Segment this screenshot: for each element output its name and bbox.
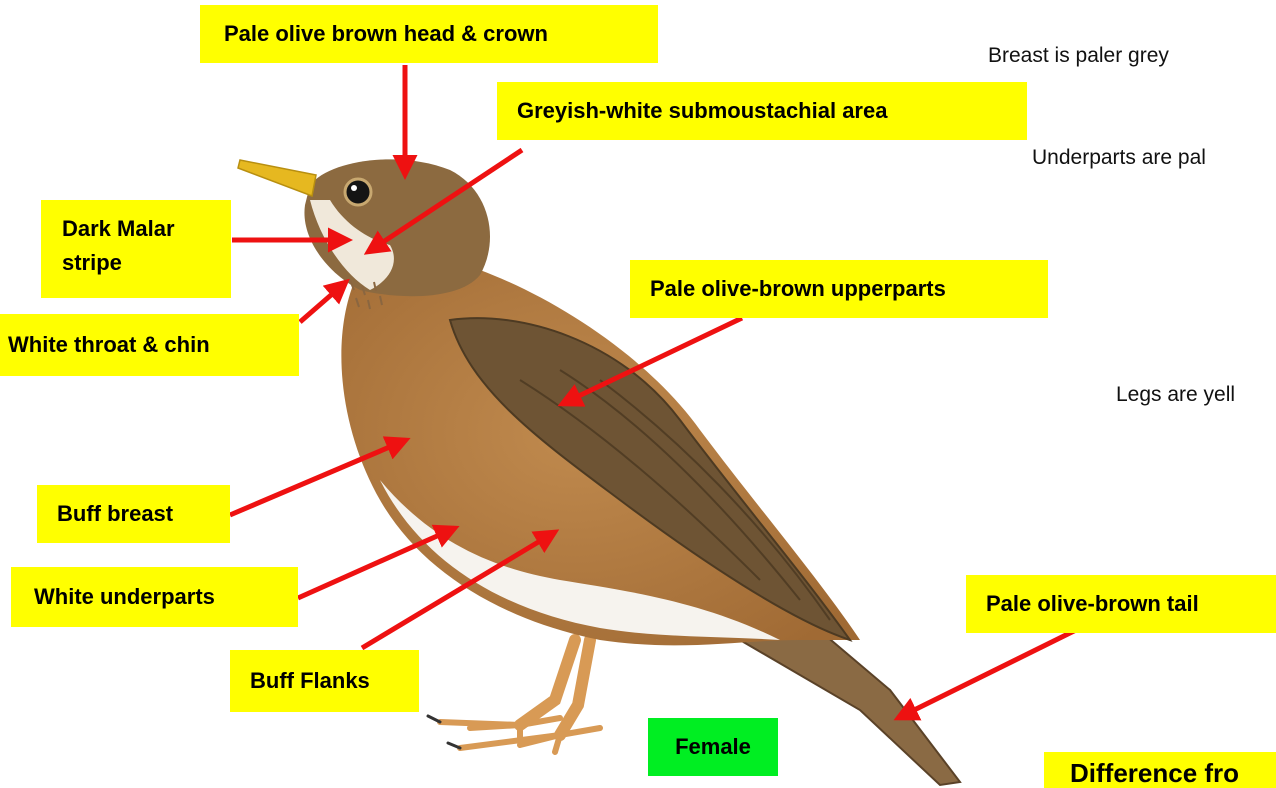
label-upperparts: Pale olive-brown upperparts [630, 260, 1048, 318]
bird-beak [238, 160, 316, 196]
note-underparts: Underparts are pal [1032, 146, 1276, 170]
label-throat-chin: White throat & chin [0, 314, 299, 376]
label-female: Female [648, 718, 778, 776]
label-white-underparts: White underparts [11, 567, 298, 627]
bird-legs [428, 640, 600, 752]
arrow-white-underparts [298, 528, 455, 598]
heading-difference: Difference fro [1044, 752, 1276, 788]
arrow-throat [300, 282, 346, 322]
note-legs: Legs are yell [1116, 383, 1276, 407]
note-breast: Breast is paler grey [988, 44, 1169, 68]
label-tail: Pale olive-brown tail [966, 575, 1276, 633]
label-malar: Dark Malar stripe [41, 200, 231, 298]
arrow-tail [898, 630, 1076, 718]
label-buff-flanks: Buff Flanks [230, 650, 419, 712]
label-buff-breast: Buff breast [37, 485, 230, 543]
label-malar-line1: Dark Malar [62, 212, 231, 246]
bird-eye [345, 179, 371, 205]
label-submoustachial: Greyish-white submoustachial area [497, 82, 1027, 140]
label-head-crown: Pale olive brown head & crown [200, 5, 658, 63]
label-malar-line2: stripe [62, 246, 231, 280]
